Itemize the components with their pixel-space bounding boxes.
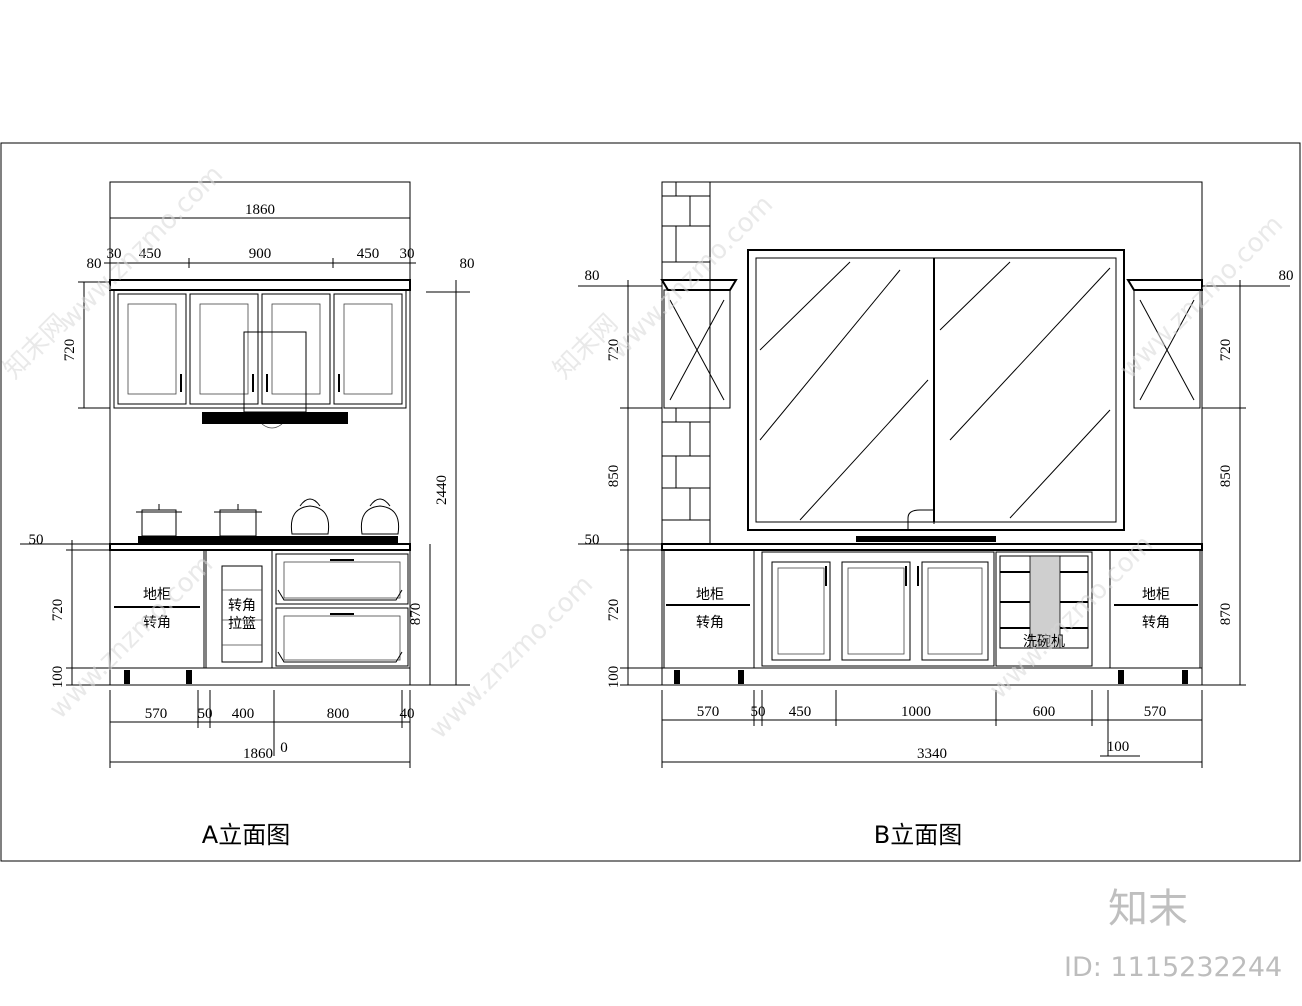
a-dim-bottom-seg-3: 400 <box>232 706 255 722</box>
brand-logo-text: 知末 <box>1108 886 1188 932</box>
a-dim-right-80: 80 <box>460 256 475 272</box>
a-dim-bottom-seg-4: 800 <box>327 706 350 722</box>
b-dim-bottom-seg-5: 600 <box>1033 704 1056 720</box>
elevation-a: 1860 30 450 900 450 30 80 80 <box>20 181 475 849</box>
b-dim-bottom-seg-3: 450 <box>789 704 812 720</box>
a-dim-bottom-total: 1860 <box>243 746 273 762</box>
asset-id-label: ID: 1115232244 <box>1064 952 1282 983</box>
b-elevation-title: B立面图 <box>874 821 962 849</box>
b-left-wall-cabinet <box>660 279 738 409</box>
b-dim-left-80: 80 <box>585 268 600 284</box>
elevation-b: 地柜 转角 洗碗机 地柜 转角 <box>578 181 1294 849</box>
a-dim-top-seg-3: 900 <box>249 246 272 262</box>
a-plinth <box>109 667 411 686</box>
b-brick-column <box>662 182 711 544</box>
a-dim-bottom-seg-2: 50 <box>198 706 213 722</box>
watermark-text-1: www.znzmo.com <box>54 160 229 335</box>
a-countertop <box>109 543 411 551</box>
a-dim-right-870: 870 <box>408 603 424 626</box>
b-label-corner-l2: 转角 <box>696 615 724 631</box>
b-dim-bottom-seg-2: 50 <box>751 704 766 720</box>
a-dim-bottom-zero: 0 <box>280 740 288 756</box>
b-dim-right-720: 720 <box>1218 339 1234 362</box>
b-label-corner-r1: 地柜 <box>1142 587 1170 603</box>
b-label-corner-r2: 转角 <box>1142 615 1170 631</box>
a-dim-right-2440: 2440 <box>434 475 450 505</box>
b-countertop <box>661 543 1203 551</box>
b-right-wall-cabinet <box>1126 279 1203 409</box>
b-dim-left-50: 50 <box>585 532 600 548</box>
b-dim-right-80: 80 <box>1279 268 1294 284</box>
a-dim-base-100: 100 <box>50 666 66 689</box>
a-label-pullout-1: 转角 <box>228 598 256 614</box>
b-faucet <box>907 509 935 530</box>
watermark-text-6: www.znzmo.com <box>1114 210 1289 385</box>
a-dim-top-seg-4: 450 <box>357 246 380 262</box>
a-dim-bottom-seg-1: 570 <box>145 706 168 722</box>
b-dim-right-870: 870 <box>1218 603 1234 626</box>
a-crown-molding <box>109 279 411 291</box>
a-dim-wall-720: 720 <box>62 339 78 362</box>
a-label-corner-2: 转角 <box>143 615 171 631</box>
b-dim-right-850: 850 <box>1218 465 1234 488</box>
b-plinth <box>661 667 1203 686</box>
sheet-frame <box>0 142 1301 862</box>
b-dim-bottom-seg-4: 1000 <box>901 704 931 720</box>
b-dim-bottom-total: 3340 <box>917 746 947 762</box>
b-dim-bottom-extra: 100 <box>1107 739 1130 755</box>
a-dim-top-total: 1860 <box>245 202 275 218</box>
a-dim-base-720: 720 <box>50 599 66 622</box>
b-base-cabinets: 地柜 转角 洗碗机 地柜 转角 <box>663 549 1201 669</box>
a-dim-top-seg-1: 30 <box>107 246 122 262</box>
a-range-hood-body <box>243 331 307 413</box>
a-cookware <box>136 498 400 544</box>
b-label-corner-l1: 地柜 <box>696 587 724 603</box>
a-dim-bottom-seg-5: 40 <box>400 706 415 722</box>
b-dim-bottom-seg-6: 570 <box>1144 704 1167 720</box>
a-dim-top-seg-5: 30 <box>400 246 415 262</box>
a-dim-base-50: 50 <box>29 532 44 548</box>
a-range-hood-base <box>202 412 348 424</box>
b-dim-left-850: 850 <box>606 465 622 488</box>
a-dim-left-80: 80 <box>87 256 102 272</box>
b-dim-left-720: 720 <box>606 339 622 362</box>
b-dim-bottom-seg-1: 570 <box>697 704 720 720</box>
a-label-pullout-2: 拉篮 <box>228 616 256 632</box>
a-elevation-title: A立面图 <box>202 821 290 849</box>
a-label-corner-1: 地柜 <box>143 587 171 603</box>
watermark-text-4: www.znzmo.com <box>424 570 599 745</box>
b-dim-left-100: 100 <box>606 666 622 689</box>
a-base-cabinets: 地柜 转角 转角 拉篮 <box>109 549 409 669</box>
a-wall-cabinets <box>113 289 407 409</box>
b-dim-left-base-720: 720 <box>606 599 622 622</box>
a-dim-top-seg-2: 450 <box>139 246 162 262</box>
watermark-text-2: www.znzmo.com <box>44 550 219 725</box>
b-window <box>747 249 1125 531</box>
b-label-dishwasher: 洗碗机 <box>1023 634 1065 650</box>
b-wall-outline <box>661 181 1203 686</box>
